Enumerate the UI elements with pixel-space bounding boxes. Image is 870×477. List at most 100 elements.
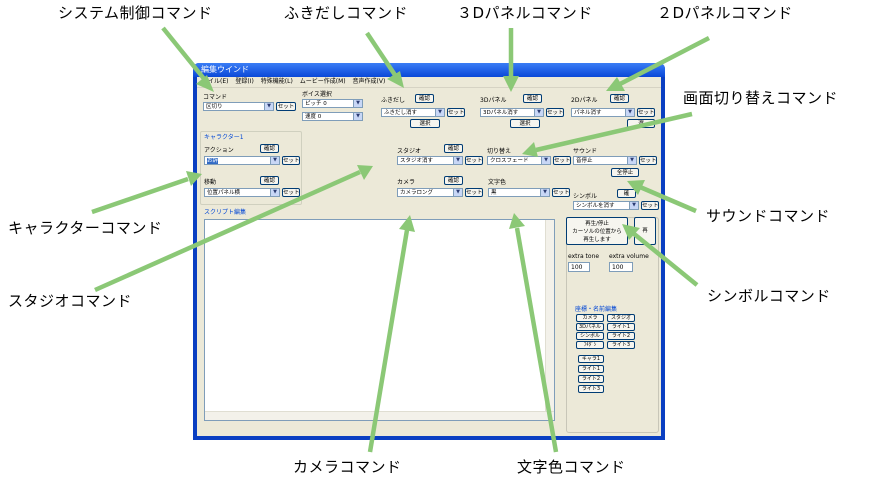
coord-3dpanel-button[interactable]: 3Dパネル — [576, 323, 604, 331]
switch-set-button[interactable]: セット — [553, 156, 571, 165]
chevron-down-icon: ▼ — [625, 109, 634, 116]
callout-screen-switch: 画面切り替えコマンド — [683, 89, 839, 107]
callout-symbol: シンボルコマンド — [707, 287, 831, 305]
chevron-down-icon: ▼ — [453, 157, 462, 164]
character-title: キャラクター1 — [204, 134, 244, 141]
fukidashi-select[interactable]: ふきだし消す▼ — [381, 108, 445, 117]
chevron-down-icon: ▼ — [353, 100, 362, 107]
chevron-down-icon: ▼ — [353, 113, 362, 120]
window-client: ァイル(E) 登録(I) 特殊機能(L) ムービー作成(M) 音声作成(V) コ… — [197, 77, 661, 436]
script-edit-label: スクリプト編集 — [204, 209, 247, 216]
extra-tone-label: extra tone — [568, 253, 600, 260]
coord-chara-light1-button[interactable]: ライト1 — [578, 365, 604, 373]
symbol-confirm-button[interactable]: 確 — [617, 189, 636, 198]
panel3d-set-button[interactable]: セット — [546, 108, 564, 117]
panel2d-select[interactable]: パネル消す▼ — [571, 108, 635, 117]
camera-confirm-button[interactable]: 確認 — [444, 176, 463, 185]
chevron-down-icon: ▼ — [270, 157, 279, 164]
camera-set-button[interactable]: セット — [465, 188, 483, 197]
panel3d-select[interactable]: 3Dパネル消す▼ — [480, 108, 544, 117]
panel2d-set-button[interactable]: セット — [637, 108, 655, 117]
coord-chara-light3-button[interactable]: ライト3 — [578, 385, 604, 393]
coord-light3-button[interactable]: ライト3 — [607, 341, 635, 349]
side-play-button[interactable]: 再 — [634, 217, 656, 245]
callout-fukidashi: ふきだしコマンド — [284, 4, 409, 22]
menu-movie[interactable]: ムービー作成(M) — [299, 78, 346, 85]
coord-name-edit-title: 座標・名前編集 — [575, 306, 618, 313]
text-color-select[interactable]: 黒▼ — [488, 188, 550, 197]
pitch-select[interactable]: ピッチ 0▼ — [302, 99, 363, 108]
switch-select[interactable]: クロスフェード▼ — [487, 156, 551, 165]
vertical-scrollbar[interactable] — [545, 220, 554, 412]
callout-text-color: 文字色コマンド — [517, 458, 626, 476]
horizontal-scrollbar[interactable] — [205, 411, 554, 420]
menu-special[interactable]: 特殊機能(L) — [260, 78, 293, 85]
panel3d-confirm-button[interactable]: 確認 — [523, 94, 542, 103]
switch-label: 切り替え — [487, 148, 512, 155]
coord-symbol-button[interactable]: シンボル — [576, 332, 604, 340]
menu-register[interactable]: 登録(I) — [235, 78, 254, 85]
chevron-down-icon: ▼ — [270, 189, 279, 196]
panel2d-confirm-button[interactable]: 確認 — [610, 94, 629, 103]
coord-light1-button[interactable]: ライト1 — [607, 323, 635, 331]
panel3d-select-button[interactable]: 選択 — [510, 119, 540, 128]
action-label: アクション — [204, 147, 234, 154]
chevron-down-icon: ▼ — [540, 189, 549, 196]
fukidashi-select-button[interactable]: 選択 — [410, 119, 440, 128]
chevron-down-icon: ▼ — [453, 189, 462, 196]
symbol-set-button[interactable]: セット — [641, 201, 659, 210]
extra-tone-input[interactable]: 100 — [568, 262, 590, 272]
edit-window: 編集ウインド ァイル(E) 登録(I) 特殊機能(L) ムービー作成(M) 音声… — [193, 63, 665, 440]
sound-select[interactable]: 音停止▼ — [573, 156, 637, 165]
action-confirm-button[interactable]: 確認 — [260, 144, 279, 153]
fukidashi-set-button[interactable]: セット — [447, 108, 465, 117]
coord-studio-button[interactable]: スタジオ — [607, 314, 635, 322]
coord-chara1-button[interactable]: キャラ1 — [578, 355, 604, 363]
callout-studio: スタジオコマンド — [8, 292, 133, 310]
studio-label: スタジオ — [397, 148, 422, 155]
camera-select[interactable]: カメラロング▼ — [397, 188, 463, 197]
panel2d-label: 2Dパネル — [571, 97, 598, 104]
text-color-set-button[interactable]: セット — [552, 188, 570, 197]
extra-volume-input[interactable]: 100 — [609, 262, 633, 272]
menu-file[interactable]: ァイル(E) — [202, 78, 229, 85]
sound-stop-all-button[interactable]: 全停止 — [611, 168, 639, 177]
chevron-down-icon: ▼ — [435, 109, 444, 116]
move-confirm-button[interactable]: 確認 — [260, 176, 279, 185]
callout-character: キャラクターコマンド — [8, 219, 163, 237]
extra-volume-label: extra volume — [609, 253, 649, 260]
studio-select[interactable]: スタジオ消す▼ — [397, 156, 463, 165]
symbol-select[interactable]: シンボルを消す▼ — [573, 201, 639, 210]
coord-light2-button[interactable]: ライト2 — [607, 332, 635, 340]
callout-2d-panel: ２Dパネルコマンド — [657, 4, 793, 22]
window-title: 編集ウインド — [193, 63, 665, 77]
camera-label: カメラ — [397, 179, 416, 186]
studio-confirm-button[interactable]: 確認 — [444, 144, 463, 153]
coord-fukidashi-button[interactable]: ﾌｷﾀﾞｼ — [576, 341, 604, 349]
menu-voice[interactable]: 音声作成(V) — [352, 78, 386, 85]
text-color-label: 文字色 — [488, 179, 507, 186]
action-set-button[interactable]: セット — [282, 156, 300, 165]
chevron-down-icon: ▼ — [627, 157, 636, 164]
action-select[interactable]: お辞▼ — [204, 156, 280, 165]
panel3d-label: 3Dパネル — [480, 97, 507, 104]
fukidashi-label: ふきだし — [381, 97, 406, 104]
coord-camera-button[interactable]: カメラ — [576, 314, 604, 322]
studio-set-button[interactable]: セット — [465, 156, 483, 165]
coord-chara-light2-button[interactable]: ライト2 — [578, 375, 604, 383]
command-select[interactable]: 区切り▼ — [203, 102, 274, 111]
move-label: 移動 — [204, 179, 217, 186]
callout-system-control: システム制御コマンド — [58, 4, 213, 22]
sound-set-button[interactable]: セット — [639, 156, 657, 165]
speed-select[interactable]: 速度 0▼ — [302, 112, 363, 121]
command-set-button[interactable]: セット — [276, 102, 296, 111]
chevron-down-icon: ▼ — [264, 103, 273, 110]
move-select[interactable]: 位置パネル横▼ — [204, 188, 280, 197]
chevron-down-icon: ▼ — [534, 109, 543, 116]
play-stop-button[interactable]: 再生/停止 カーソルの位置から 再生します — [566, 217, 628, 245]
script-editor[interactable] — [204, 219, 555, 421]
panel2d-select-button[interactable]: 選 — [627, 119, 655, 128]
command-label: コマンド — [203, 94, 228, 101]
move-set-button[interactable]: セット — [282, 188, 300, 197]
fukidashi-confirm-button[interactable]: 確認 — [415, 94, 434, 103]
